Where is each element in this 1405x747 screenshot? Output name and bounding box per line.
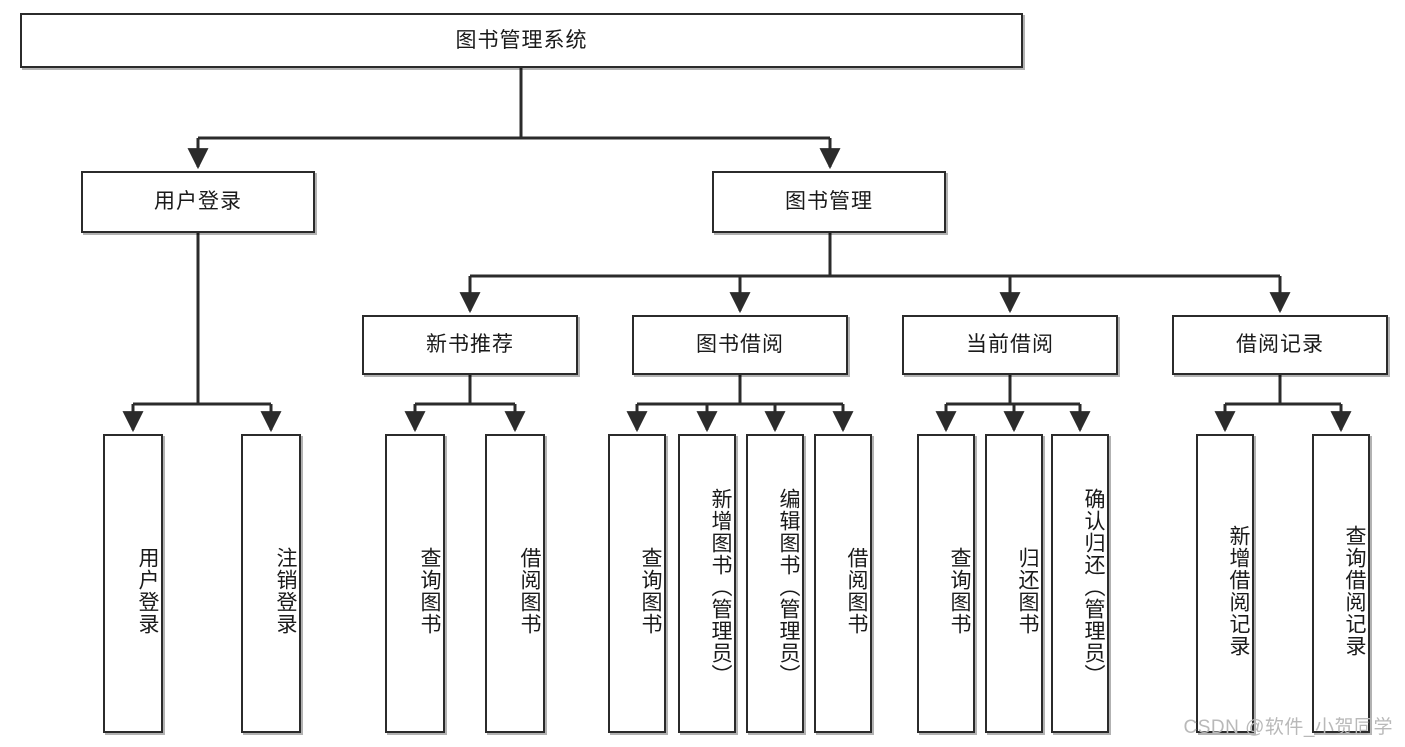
node-leaf-query-book-current[interactable]: 查询图书 bbox=[917, 434, 975, 733]
node-leaf-edit-book-admin[interactable]: 编辑图书（管理员） bbox=[746, 434, 804, 733]
node-leaf-borrow-book-new[interactable]: 借阅图书 bbox=[485, 434, 545, 733]
node-leaf-user-login[interactable]: 用户登录 bbox=[103, 434, 163, 733]
node-leaf-add-borrow-record[interactable]: 新增借阅记录 bbox=[1196, 434, 1254, 733]
node-leaf-query-book-borrow[interactable]: 查询图书 bbox=[608, 434, 666, 733]
node-book-borrow[interactable]: 图书借阅 bbox=[632, 315, 848, 375]
node-leaf-user-logout[interactable]: 注销登录 bbox=[241, 434, 301, 733]
node-leaf-query-borrow-record[interactable]: 查询借阅记录 bbox=[1312, 434, 1370, 733]
node-leaf-borrow-book[interactable]: 借阅图书 bbox=[814, 434, 872, 733]
node-new-book-recommend[interactable]: 新书推荐 bbox=[362, 315, 578, 375]
watermark-text: CSDN @软件_小贺同学 bbox=[1183, 717, 1393, 738]
node-user-login-module[interactable]: 用户登录 bbox=[81, 171, 315, 233]
node-borrow-record[interactable]: 借阅记录 bbox=[1172, 315, 1388, 375]
node-leaf-add-book-admin[interactable]: 新增图书（管理员） bbox=[678, 434, 736, 733]
node-leaf-query-book-new[interactable]: 查询图书 bbox=[385, 434, 445, 733]
node-leaf-confirm-return-admin[interactable]: 确认归还（管理员） bbox=[1051, 434, 1109, 733]
node-book-management-module[interactable]: 图书管理 bbox=[712, 171, 946, 233]
node-current-borrow[interactable]: 当前借阅 bbox=[902, 315, 1118, 375]
node-root-system[interactable]: 图书管理系统 bbox=[20, 13, 1023, 68]
node-leaf-return-book[interactable]: 归还图书 bbox=[985, 434, 1043, 733]
